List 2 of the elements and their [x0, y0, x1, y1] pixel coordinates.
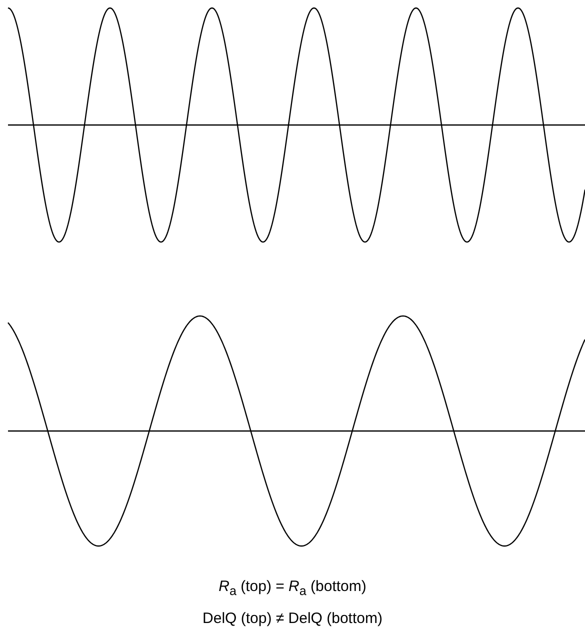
note-text: R$_{a}$ (top) = R$_{a}$ (bottom)	[218, 578, 366, 600]
note-text: DelQ (top) ≠ DelQ (bottom)	[202, 610, 382, 628]
